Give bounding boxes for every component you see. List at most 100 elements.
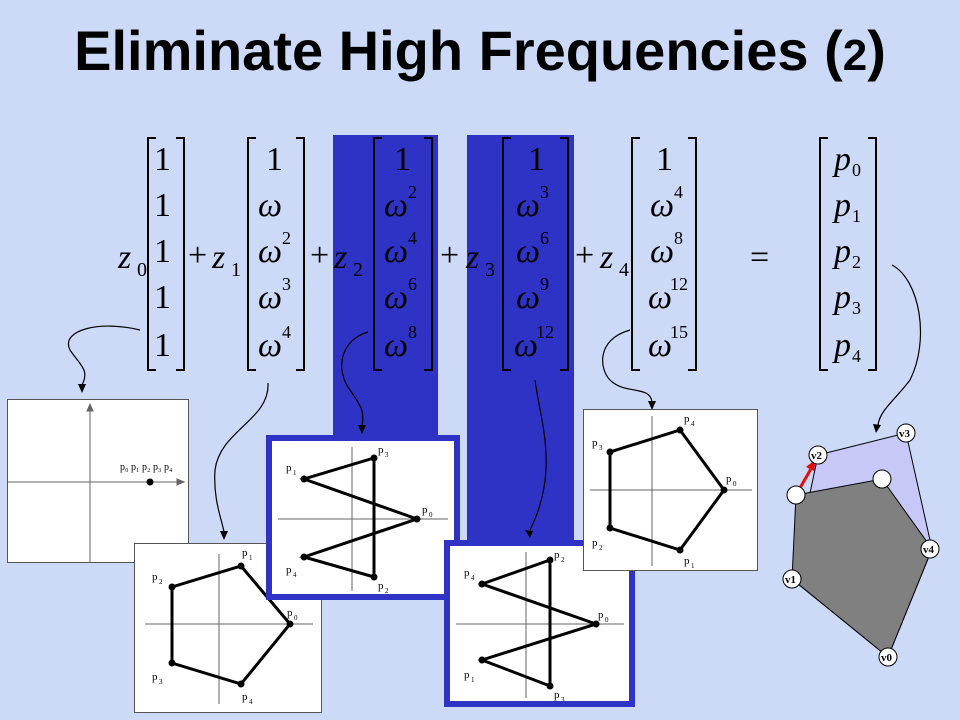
highlight-column-z3 <box>467 135 574 545</box>
panel-0-point <box>146 478 154 486</box>
col3-entry-4: ω <box>514 327 538 364</box>
col3-exp-4: 12 <box>536 322 554 342</box>
col2-exp-3: 6 <box>408 274 417 294</box>
col4-exp-4: 15 <box>670 322 688 342</box>
panel-1-p0: p <box>287 607 293 619</box>
svg-text:2: 2 <box>159 578 163 586</box>
title-number: 2 <box>842 31 868 80</box>
col3-entry-2: ω <box>516 233 540 270</box>
svg-text:0: 0 <box>733 480 737 488</box>
col3-exp-3: 9 <box>540 274 549 294</box>
equation-svg: z 0 + z 1 + z 2 + z 3 + z 4 = 1 1 1 1 1 … <box>117 137 877 371</box>
coef-z4: z <box>599 239 613 276</box>
coef-z2-sub: 2 <box>353 259 363 281</box>
panel-4-p1: p <box>684 555 690 567</box>
rhs-p0-sub: 0 <box>852 160 861 180</box>
panel-3-p2: p <box>554 549 560 561</box>
svg-text:0: 0 <box>429 511 433 519</box>
svg-text:v3: v3 <box>899 428 911 440</box>
col1-entry-2: ω <box>258 233 282 270</box>
svg-text:3: 3 <box>599 444 603 452</box>
svg-text:2: 2 <box>599 544 603 552</box>
panel-2-p3: p <box>378 444 384 456</box>
coef-z4-sub: 4 <box>619 259 629 281</box>
rhs-p3: p <box>832 279 851 316</box>
panel-frequency-0: p₀ p₁ p₂ p₃ p₄ <box>7 399 189 563</box>
svg-text:4: 4 <box>249 698 253 706</box>
title-text: Eliminate High Frequencies ( <box>74 19 843 82</box>
col3-entry-0: 1 <box>528 141 545 178</box>
svg-text:v1: v1 <box>785 574 796 586</box>
panel-3-p3: p <box>554 689 560 701</box>
col4-exp-1: 4 <box>674 182 683 202</box>
vertex-v3: v3 <box>896 423 916 443</box>
svg-text:v2: v2 <box>811 450 823 462</box>
col1-entry-4: ω <box>258 327 282 364</box>
coef-z1: z <box>211 239 225 276</box>
rhs-p2: p <box>832 233 851 270</box>
coef-z1-sub: 1 <box>231 259 241 281</box>
col4-entry-4: ω <box>648 327 672 364</box>
rhs-p2-sub: 2 <box>852 252 861 272</box>
col1-exp-4: 4 <box>282 322 291 342</box>
svg-text:3: 3 <box>385 451 389 459</box>
rhs-p3-sub: 3 <box>852 298 861 318</box>
panel-3-p4: p <box>464 567 470 579</box>
svg-text:2: 2 <box>385 587 389 594</box>
col2-entry-2: ω <box>384 233 408 270</box>
col4-exp-2: 8 <box>674 228 683 248</box>
panel-4-p4: p <box>684 413 690 425</box>
col2-entry-0: 1 <box>394 141 411 178</box>
col2-exp-2: 4 <box>408 228 417 248</box>
plus-2: + <box>310 237 329 274</box>
col0-entry-1: 1 <box>154 187 171 224</box>
vertex-polygon: v2 v3 v4 v1 v0 <box>770 415 950 675</box>
panel-1-p3: p <box>152 671 158 683</box>
coef-z3: z <box>465 239 479 276</box>
col1-exp-3: 3 <box>282 274 291 294</box>
vertex-v1: v1 <box>782 569 802 589</box>
panel-4-p3: p <box>592 437 598 449</box>
rhs-p1: p <box>832 187 851 224</box>
coef-z0: z <box>117 239 131 276</box>
vertex-v4: v4 <box>920 539 940 559</box>
col4-entry-2: ω <box>650 233 674 270</box>
rhs-p4-sub: 4 <box>852 346 861 366</box>
col4-exp-3: 12 <box>670 274 688 294</box>
rhs-p4: p <box>832 327 851 364</box>
col1-entry-3: ω <box>258 279 282 316</box>
svg-text:4: 4 <box>471 574 475 582</box>
panel-1-p1: p <box>242 547 248 559</box>
handle-v1-new <box>786 485 806 505</box>
panel-3-p1: p <box>464 669 470 681</box>
coef-z3-sub: 3 <box>485 259 495 281</box>
col2-exp-1: 2 <box>408 182 417 202</box>
panel-4-p0: p <box>726 473 732 485</box>
plus-3: + <box>440 237 459 274</box>
handle-v3-new <box>872 469 892 489</box>
svg-text:1: 1 <box>691 562 695 570</box>
col4-entry-3: ω <box>648 279 672 316</box>
panel-2-p2: p <box>378 580 384 592</box>
vertex-polygon-svg: v2 v3 v4 v1 v0 <box>782 423 940 667</box>
svg-text:0: 0 <box>605 616 609 624</box>
arrow-col1 <box>214 382 269 533</box>
panel-2-p0: p <box>422 504 428 516</box>
svg-text:0: 0 <box>294 614 298 622</box>
col0-entry-4: 1 <box>154 327 171 364</box>
plus-1: + <box>188 237 207 274</box>
col2-entry-4: ω <box>384 327 408 364</box>
coef-z2: z <box>333 239 347 276</box>
col3-entry-1: ω <box>516 187 540 224</box>
panel-2-p1: p <box>286 462 292 474</box>
equals-sign: = <box>750 239 769 276</box>
fourier-equation: z 0 + z 1 + z 2 + z 3 + z 4 = 1 1 1 1 1 … <box>117 137 877 371</box>
rhs-p0: p <box>832 141 851 178</box>
slide-title: Eliminate High Frequencies (2) <box>0 18 960 83</box>
col0-entry-0: 1 <box>154 141 171 178</box>
col0-entry-3: 1 <box>154 279 171 316</box>
